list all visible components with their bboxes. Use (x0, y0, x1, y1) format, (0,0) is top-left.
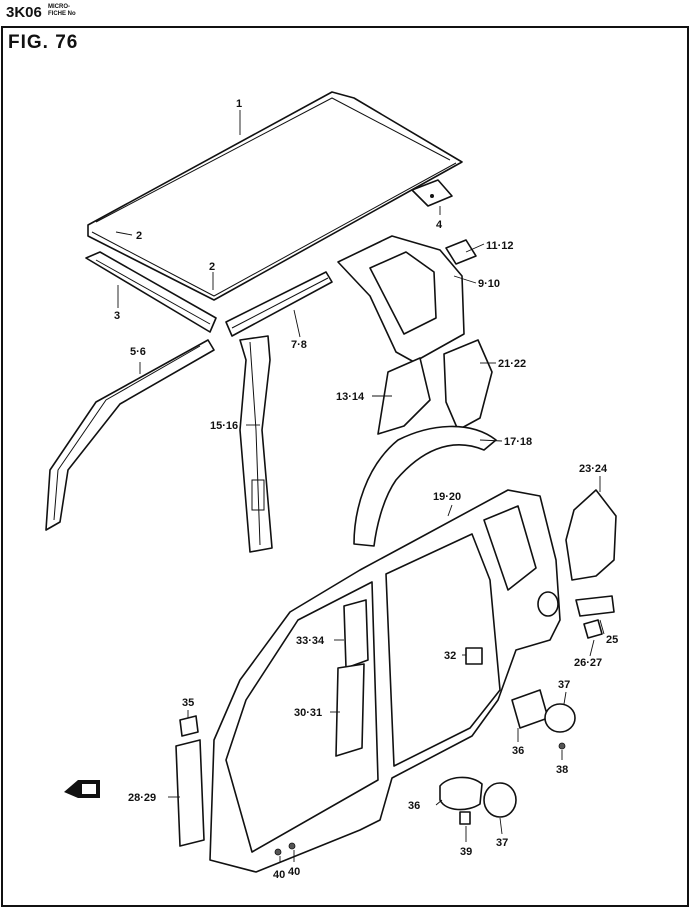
callout-2b: 2 (209, 261, 215, 273)
leader-lines (115, 110, 605, 862)
roof-side-rail (225, 271, 333, 337)
callout-26-27: 26·27 (574, 657, 602, 669)
front-direction-arrow-icon (64, 780, 100, 798)
clip-39 (459, 811, 471, 825)
callout-25: 25 (606, 634, 618, 646)
small-bracket-11-12 (445, 239, 477, 265)
callout-15-16: 15·16 (210, 420, 238, 432)
callout-11-12: 11·12 (486, 240, 514, 252)
callout-13-14: 13·14 (336, 391, 365, 403)
callout-1: 1 (236, 98, 242, 110)
screw-40b (288, 842, 296, 850)
callout-40b: 40 (288, 866, 300, 878)
callout-36a: 36 (512, 745, 524, 757)
callout-3: 3 (114, 310, 120, 322)
callout-39: 39 (460, 846, 472, 858)
figure-title: FIG. 76 (8, 32, 79, 53)
microfiche-label-line1: MICRO- (48, 4, 70, 10)
callout-5-6: 5·6 (130, 346, 146, 358)
roof-panel (87, 91, 463, 301)
callout-33-34: 33·34 (296, 635, 325, 647)
callout-30-31: 30·31 (294, 707, 322, 719)
callout-7-8: 7·8 (291, 339, 307, 351)
callout-4: 4 (436, 219, 443, 231)
callout-40a: 40 (273, 869, 285, 881)
side-body-outer (209, 489, 561, 873)
callout-36b: 36 (408, 800, 420, 812)
callout-38: 38 (556, 764, 568, 776)
sill-reinforcement (175, 739, 205, 847)
callout-21-22: 21·22 (498, 358, 526, 370)
callout-37b: 37 (496, 837, 508, 849)
microfiche-label-line2: FICHE No (48, 11, 76, 17)
small-plate-32 (465, 647, 483, 665)
quarter-reinforcement (443, 339, 493, 431)
rear-corner-panel (565, 489, 617, 581)
rear-lower-bracket (575, 595, 615, 639)
pillar-inner-upper (343, 599, 369, 669)
callout-17-18: 17·18 (504, 436, 532, 448)
clip-35 (179, 715, 199, 737)
callout-labels: 1 2 2 4 3 5·6 7·8 9·10 11·12 13·14 21·22… (114, 98, 618, 881)
fuel-filler-housing (511, 689, 576, 733)
callout-28-29: 28·29 (128, 792, 156, 804)
roof-front-rail (85, 251, 217, 333)
callout-19-20: 19·20 (433, 491, 461, 503)
callout-32: 32 (444, 650, 456, 662)
microfiche-label: MICRO- FICHE No (48, 4, 76, 18)
callout-2a: 2 (136, 230, 142, 242)
rear-roof-bracket (411, 179, 453, 207)
callout-35: 35 (182, 697, 194, 709)
front-pillar (45, 339, 215, 531)
pillar-inner-lower (335, 663, 365, 757)
quarter-inner-lower (377, 357, 431, 435)
screw-38 (558, 742, 566, 750)
quarter-inner-upper (337, 235, 465, 363)
microfiche-code: 3K06 (6, 4, 42, 21)
callout-9-10: 9·10 (478, 278, 500, 290)
fuel-filler-lid-lower (439, 776, 517, 818)
figure-frame (1, 26, 689, 907)
callout-37a: 37 (558, 679, 570, 691)
rear-wheel-house (353, 425, 497, 547)
screw-40a (274, 848, 282, 856)
center-pillar (239, 335, 273, 553)
callout-23-24: 23·24 (579, 463, 608, 475)
